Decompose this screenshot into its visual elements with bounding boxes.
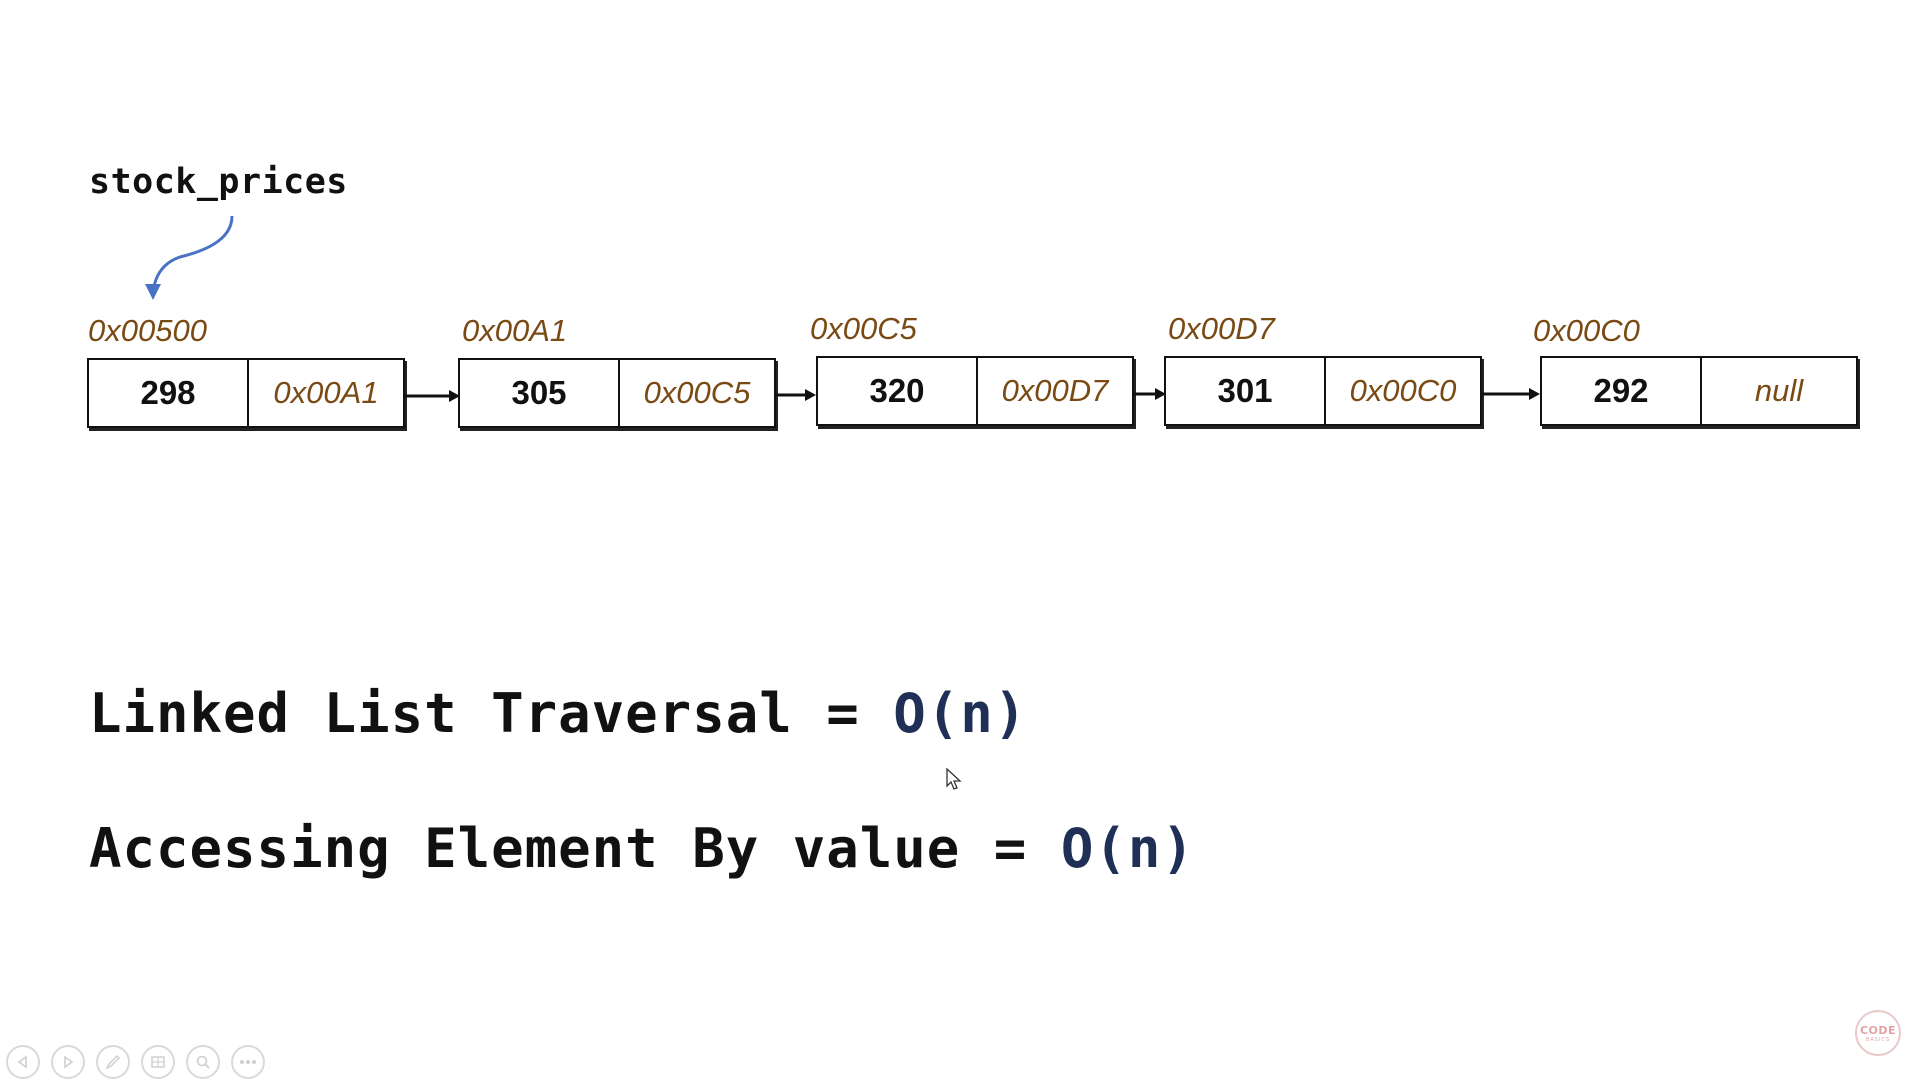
link-arrow xyxy=(1134,388,1166,400)
mouse-cursor-icon xyxy=(946,768,962,790)
node-next-pointer: 0x00D7 xyxy=(1001,373,1109,408)
list-node: 292 null xyxy=(1540,356,1858,426)
pen-icon[interactable] xyxy=(96,1045,130,1079)
node-value: 305 xyxy=(460,360,620,426)
zoom-icon[interactable] xyxy=(186,1045,220,1079)
link-arrow xyxy=(776,389,816,401)
previous-icon[interactable] xyxy=(6,1045,40,1079)
statement-text: Accessing Element By value = xyxy=(89,817,1061,880)
head-pointer-arrow xyxy=(145,215,234,300)
traversal-statement: Linked List Traversal = O(n) xyxy=(89,682,1027,745)
link-arrow xyxy=(405,390,460,402)
node-next-pointer: 0x00C0 xyxy=(1349,373,1457,408)
node-next-pointer: 0x00A1 xyxy=(273,375,379,410)
presentation-controls xyxy=(6,1045,265,1079)
variable-name: stock_prices xyxy=(89,162,348,202)
node-value: 301 xyxy=(1166,358,1326,424)
slides-icon[interactable] xyxy=(141,1045,175,1079)
node-address: 0x00500 xyxy=(88,313,207,348)
node-next-pointer: 0x00C5 xyxy=(643,375,751,410)
node-address: 0x00C5 xyxy=(810,311,917,346)
access-statement: Accessing Element By value = O(n) xyxy=(89,817,1195,880)
link-arrow xyxy=(1482,388,1540,400)
codebasics-logo: CODE BASICS xyxy=(1855,1010,1901,1056)
list-node: 301 0x00C0 xyxy=(1164,356,1482,426)
node-address: 0x00D7 xyxy=(1168,311,1275,346)
node-value: 292 xyxy=(1542,358,1702,424)
node-address: 0x00A1 xyxy=(462,313,568,348)
node-value: 298 xyxy=(89,360,249,426)
next-icon[interactable] xyxy=(51,1045,85,1079)
list-node: 305 0x00C5 xyxy=(458,358,776,428)
statement-text: Linked List Traversal = xyxy=(89,682,894,745)
node-next-pointer: null xyxy=(1754,373,1804,408)
logo-text: CODE xyxy=(1859,1023,1897,1037)
complexity-value: O(n) xyxy=(893,682,1028,745)
node-address: 0x00C0 xyxy=(1533,313,1640,348)
complexity-value: O(n) xyxy=(1060,817,1195,880)
more-icon[interactable] xyxy=(231,1045,265,1079)
node-value: 320 xyxy=(818,358,978,424)
list-node: 298 0x00A1 xyxy=(87,358,405,428)
logo-subtext: BASICS xyxy=(1865,1036,1891,1043)
list-node: 320 0x00D7 xyxy=(816,356,1134,426)
